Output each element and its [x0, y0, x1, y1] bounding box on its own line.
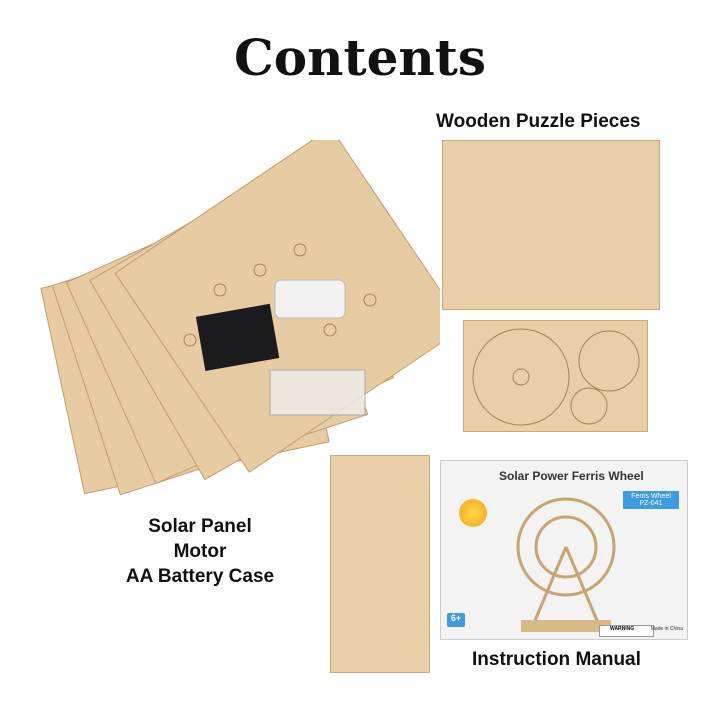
- manual-title: Solar Power Ferris Wheel: [499, 469, 644, 483]
- page-title: Contents: [233, 28, 486, 87]
- wooden-pieces-label: Wooden Puzzle Pieces: [436, 111, 641, 132]
- solar-panel-label: Solar Panel: [148, 516, 252, 537]
- instruction-manual-box: Solar Power Ferris Wheel Ferris Wheel PZ…: [440, 460, 688, 640]
- warning-label: WARNING: [599, 625, 654, 637]
- sun-icon: [459, 499, 487, 527]
- wood-board-supports: [330, 455, 430, 673]
- motor: [274, 279, 346, 319]
- battery-case: [269, 369, 366, 416]
- puzzle-boards-photo: [40, 140, 440, 496]
- solar-panel: [195, 303, 280, 371]
- badge-name: Ferris Wheel: [631, 493, 671, 500]
- ferris-wheel-image: [516, 497, 616, 632]
- made-in-label: Made in China: [650, 626, 683, 632]
- wood-board-base: [442, 140, 660, 310]
- electronics-label: Solar Panel Motor AA Battery Case: [100, 514, 300, 589]
- age-badge: 6+: [447, 613, 465, 627]
- wood-board-gears: [463, 320, 648, 432]
- instruction-manual-label: Instruction Manual: [472, 649, 641, 670]
- motor-label: Motor: [173, 541, 227, 562]
- model-badge: Ferris Wheel PZ-041: [623, 491, 679, 509]
- badge-code: PZ-041: [639, 500, 663, 507]
- battery-case-label: AA Battery Case: [125, 566, 275, 587]
